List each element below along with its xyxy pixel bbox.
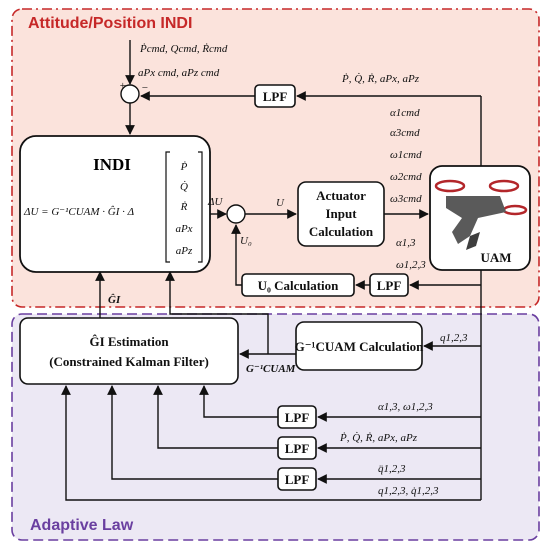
alpha1-cmd-label: α1cmd: [390, 107, 420, 119]
omega1-cmd-label: ω1cmd: [390, 149, 422, 161]
indi-vector-bracket-right: [198, 151, 203, 263]
indi-equation: ΔU = G⁻¹CUAM · ĜI · Δ: [23, 206, 134, 218]
lpf-bottom1-label: LPF: [285, 410, 310, 425]
q123-label: q1,2,3: [440, 332, 468, 344]
actuator-line1: Actuator: [316, 188, 366, 203]
lpf-top-label: LPF: [263, 89, 288, 104]
gi-hat-label: ĜI: [108, 293, 121, 306]
alpha13-label: α1,3: [396, 237, 416, 249]
ginv-calculation-label: G⁻¹CUAM Calculation: [295, 339, 425, 354]
uam-label: UAM: [480, 250, 511, 265]
second-summing-junction: [226, 204, 246, 224]
lpf2-to-giest: [153, 385, 278, 449]
alpha3-cmd-label: α3cmd: [390, 127, 420, 139]
indi-vec-r: Ṙ: [180, 201, 188, 213]
lpf1-to-giest: [199, 385, 278, 418]
omega2-cmd-label: ω2cmd: [390, 171, 422, 183]
lpf-mid-label: LPF: [377, 278, 402, 293]
attitude-position-indi-title: Attitude/Position INDI: [28, 15, 192, 32]
u0-label: U₀: [240, 235, 252, 247]
rates-acc-label: Ṗ, Q̇, Ṙ, aPx, aPz: [339, 432, 418, 444]
alpha-omega-label: α1,3, ω1,2,3: [378, 401, 433, 413]
top-sum-minus: −: [141, 82, 148, 94]
ginv-to-indi-line: [165, 271, 269, 354]
feedback-top-label: Ṗ, Q̇, Ṙ, aPx, aPz: [341, 73, 420, 85]
cmd-rates-label: Ṗcmd, Qcmd, Ṙcmd: [139, 43, 228, 55]
indi-vec-az: aPz: [176, 245, 193, 257]
actuator-line3: Calculation: [309, 224, 374, 239]
gi-estimation-block: [19, 317, 239, 385]
lpf3-to-giest: [107, 385, 278, 480]
u0-to-sum2-arrow: [231, 224, 242, 286]
lpf-bottom2-label: LPF: [285, 441, 310, 456]
indi-vec-ax: aPx: [175, 223, 192, 235]
qddot-label: q̈1,2,3: [378, 463, 406, 475]
cmd-acc-label: aPx cmd, aPz cmd: [138, 67, 220, 79]
delta-u-label: ΔU: [207, 196, 223, 208]
gi-estimation-line1: ĜI Estimation: [89, 334, 169, 349]
omega3-cmd-label: ω3cmd: [390, 193, 422, 205]
actuator-line2: Input: [325, 206, 357, 221]
q-qdot-label: q1,2,3, q̇1,2,3: [378, 485, 439, 497]
top-sum-plus: +: [119, 80, 126, 92]
indi-vec-p: Ṗ: [180, 161, 188, 173]
uam-drone-icon: [434, 179, 528, 250]
omega123-label: ω1,2,3: [396, 259, 426, 271]
gi-estimation-line2: (Constrained Kalman Filter): [49, 354, 209, 369]
ginv-calculation-block: [295, 321, 423, 371]
indi-title: INDI: [93, 155, 131, 174]
adaptive-law-title: Adaptive Law: [30, 517, 134, 534]
indi-vec-q: Q̇: [180, 181, 188, 193]
u-label: U: [276, 197, 285, 209]
indi-block: [19, 135, 211, 273]
ginv-label: G⁻¹CUAM: [246, 363, 297, 375]
u0-calculation-label: U₀ Calculation: [258, 278, 340, 293]
indi-vector-bracket-left: [165, 151, 170, 263]
lpf-bottom3-label: LPF: [285, 472, 310, 487]
q-to-giest: [61, 385, 481, 501]
